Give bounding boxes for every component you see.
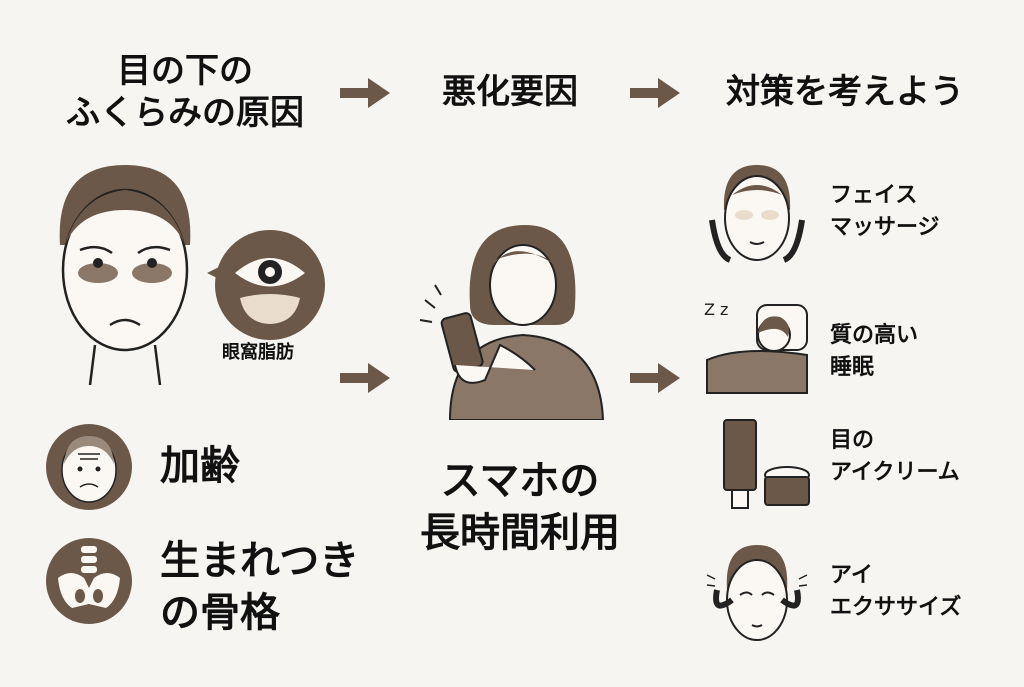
eye-fat-bubble-icon <box>207 230 325 340</box>
measure-line1: 質の高い <box>830 323 919 348</box>
arrow-icon <box>340 363 390 393</box>
measure-line2: 睡眠 <box>830 355 875 380</box>
eye-cream-icon <box>723 419 810 509</box>
orbital-fat-label: 眼窩脂肪 <box>222 342 294 363</box>
svg-text:Z z: Z z <box>704 300 728 319</box>
pelvis-bone-icon <box>46 538 132 624</box>
measure-line1: フェイス <box>830 183 918 208</box>
aging-face-icon <box>46 424 132 510</box>
measure-face-massage: フェイス マッサージ <box>830 180 940 244</box>
cause-bone-line2: の骨格 <box>160 590 280 636</box>
arrow-icon <box>340 78 390 108</box>
header-step-aggravating: 悪化要因 <box>442 72 578 112</box>
measure-eye-cream: 目の アイクリーム <box>830 425 960 489</box>
measure-line1: 目の <box>830 428 875 453</box>
arrow-icon <box>630 78 680 108</box>
sleep-icon: Z z <box>704 300 808 394</box>
measure-line2: アイクリーム <box>830 460 960 485</box>
face-eyebags-illustration <box>59 165 191 385</box>
measure-line2: エクササイズ <box>830 595 962 620</box>
cause-aging-label: 加齢 <box>160 443 240 489</box>
woman-smartphone-illustration <box>419 225 605 420</box>
header-step1-line1: 目の下の <box>117 51 253 91</box>
cause-bone-label: 生まれつき の骨格 <box>160 535 359 639</box>
header-step-measures: 対策を考えよう <box>726 72 964 112</box>
aggravating-line1: スマホの <box>440 458 600 504</box>
measure-line2: マッサージ <box>830 215 940 240</box>
eye-exercise-icon <box>706 545 808 641</box>
header-step1-line2: ふくらみの原因 <box>66 93 304 133</box>
arrow-icon <box>630 363 680 393</box>
aggravating-line2: 長時間利用 <box>420 510 620 556</box>
measure-line1: アイ <box>830 563 873 588</box>
aggravating-factor-label: スマホの 長時間利用 <box>395 455 645 559</box>
measure-eye-exercise: アイ エクササイズ <box>830 560 961 624</box>
face-massage-icon <box>709 165 805 263</box>
header-step-causes: 目の下の ふくらみの原因 <box>40 50 330 134</box>
measure-quality-sleep: 質の高い 睡眠 <box>830 320 918 384</box>
cause-bone-line1: 生まれつき <box>160 538 360 584</box>
